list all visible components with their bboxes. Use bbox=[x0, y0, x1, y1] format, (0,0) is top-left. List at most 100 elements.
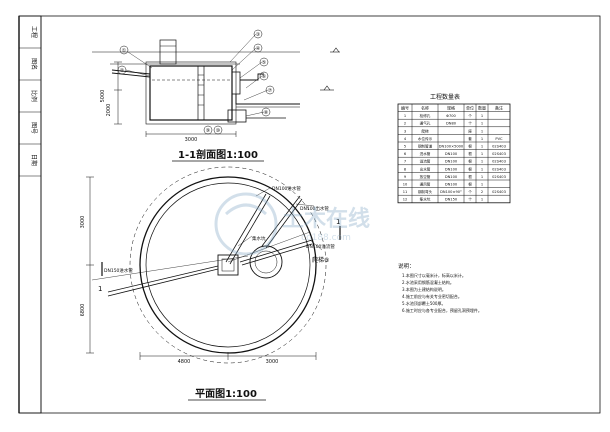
table-cell: 1 bbox=[481, 175, 483, 179]
plan-labels: DN100进水管 DN100出水管 集水坑 爬梯③ DN100溢流管 DN150… bbox=[80, 185, 340, 365]
section-dim-3: 3000 bbox=[185, 137, 198, 143]
table-cell: 溢流管 bbox=[420, 159, 431, 164]
note-line-2: 2.水池采用钢筋混凝土结构。 bbox=[402, 279, 454, 285]
callout-8: ⑧ bbox=[264, 110, 269, 116]
table-cell: 12 bbox=[403, 198, 408, 202]
table-cell: 根 bbox=[468, 143, 472, 148]
table-cell: 爬梯 bbox=[421, 128, 429, 133]
table-cell: 9 bbox=[404, 175, 407, 179]
table-cell: 4 bbox=[404, 137, 407, 141]
table-cell: DN100 bbox=[445, 167, 458, 171]
table-cell: 2 bbox=[404, 122, 406, 126]
watermark: 土木在线 co188.com bbox=[214, 192, 370, 256]
section-dim-2: 2000 bbox=[106, 104, 112, 117]
table-cell: DN100 bbox=[445, 152, 458, 156]
table-cell: 1 bbox=[481, 114, 483, 118]
strip-cell-2: 图名 bbox=[30, 58, 38, 70]
table-cell: 6 bbox=[404, 152, 407, 156]
table-cell: 1 bbox=[481, 152, 483, 156]
strip-cell-4: 图号 bbox=[30, 122, 37, 134]
table-cell: 11 bbox=[403, 190, 408, 194]
callout-7: ⑦ bbox=[268, 88, 273, 94]
callout-9: ⑨ bbox=[206, 128, 210, 134]
plan-label-hatch: 爬梯③ bbox=[312, 256, 329, 264]
table-header-cell: 规格 bbox=[447, 104, 455, 110]
table-cell: 个 bbox=[468, 189, 472, 194]
table-cell: 3 bbox=[404, 129, 406, 133]
table-header-cell: 数量 bbox=[478, 104, 486, 110]
table-cell: 钢制管道 bbox=[418, 143, 433, 148]
table-cell: 根 bbox=[468, 181, 472, 186]
section-mark-right: 1 bbox=[336, 218, 340, 226]
table-cell: 通气孔 bbox=[420, 121, 431, 126]
table-cell: 1 bbox=[404, 114, 406, 118]
table-cell: 10 bbox=[403, 182, 408, 186]
table-cell: 根 bbox=[468, 151, 472, 156]
table-cell: 1 bbox=[481, 122, 483, 126]
section-callouts: ① ② ③ ④ ⑤ ⑥ ⑦ ⑧ ⑨ ⑩ bbox=[117, 29, 275, 135]
table-cell: 5 bbox=[404, 144, 406, 148]
note-line-5: 5.水池顶部覆土500厚。 bbox=[402, 300, 445, 306]
table-cell: 座 bbox=[468, 128, 472, 133]
watermark-brand: 土木在线 bbox=[282, 206, 370, 232]
note-line-3: 3.本图为土建结构说明。 bbox=[402, 286, 446, 292]
section-title: 1-1剖面图1:100 bbox=[178, 148, 258, 161]
table-cell: 1 bbox=[481, 129, 483, 133]
plan-label-pipe-c: DN100溢流管 bbox=[306, 243, 335, 250]
notes-block: 说明： 1.本图尺寸以毫米计，标高以米计。 2.水池采用钢筋混凝土结构。 3.本… bbox=[398, 262, 482, 313]
table-cell: 2 bbox=[481, 190, 483, 194]
table-cell: Φ700 bbox=[446, 114, 456, 118]
table-cell: 个 bbox=[468, 121, 472, 126]
table-cell: 02S403 bbox=[492, 160, 506, 164]
table-cell: DN150 bbox=[445, 198, 458, 202]
strip-cell-5: 日期 bbox=[30, 154, 38, 166]
table-cell: 02S403 bbox=[492, 167, 506, 171]
strip-cell-1: 工程 bbox=[30, 26, 38, 38]
callout-3: ③ bbox=[256, 32, 260, 38]
notes-title: 说明： bbox=[398, 262, 415, 270]
table-header-cell: 名称 bbox=[421, 104, 429, 110]
callout-10: ⑩ bbox=[216, 128, 221, 134]
table-cell: 02S403 bbox=[492, 190, 506, 194]
plan-label-pipe-a: DN100进水管 bbox=[272, 185, 301, 192]
plan-dim-2: 3000 bbox=[266, 359, 279, 365]
table-cell: 套 bbox=[468, 136, 472, 141]
table-cell: 1 bbox=[481, 198, 483, 202]
table-cell: 检修孔 bbox=[420, 113, 431, 118]
section-view bbox=[92, 33, 340, 137]
table-cell: 02S403 bbox=[492, 175, 506, 179]
table-cell: 进水管 bbox=[420, 151, 431, 156]
note-line-4: 4.施工前应与有关专业密切配合。 bbox=[402, 293, 462, 299]
table-cell: 02S403 bbox=[492, 144, 506, 148]
note-line-6: 6.施工时应与各专业配合，预留孔洞预埋件。 bbox=[402, 307, 482, 313]
table-header-cell: 备注 bbox=[495, 104, 503, 110]
section-dim-1: 5000 bbox=[100, 90, 106, 103]
table-cell: 1 bbox=[481, 144, 483, 148]
table-cell: 水位传示 bbox=[418, 136, 433, 141]
table-cell: 出水管 bbox=[420, 166, 431, 171]
table-cell: 02S403 bbox=[492, 152, 506, 156]
table-cell: DN100 bbox=[445, 182, 458, 186]
table-cell: 集水坑 bbox=[420, 197, 431, 202]
table-cell: 放空管 bbox=[420, 174, 431, 179]
table-cell: 钢制弯头 bbox=[418, 189, 433, 194]
table-cell: 1 bbox=[481, 137, 483, 141]
table-cell: 1 bbox=[481, 160, 483, 164]
note-line-1: 1.本图尺寸以毫米计，标高以米计。 bbox=[402, 272, 466, 278]
table-header-cell: 单位 bbox=[466, 104, 474, 110]
plan-label-pipe-b: DN100出水管 bbox=[300, 205, 329, 212]
table-title: 工程数量表 bbox=[430, 93, 460, 101]
watermark-url: co188.com bbox=[301, 233, 351, 243]
table-cell: DN100×5000 bbox=[439, 144, 464, 148]
plan-dim-4: 6800 bbox=[80, 304, 86, 317]
plan-label-pipe-d: DN150进水管 bbox=[104, 267, 133, 274]
table-cell: 个 bbox=[468, 197, 472, 202]
callout-4: ④ bbox=[256, 46, 261, 52]
table-cell: 个 bbox=[468, 113, 472, 118]
table-cell: 7 bbox=[404, 160, 406, 164]
table-outline bbox=[397, 103, 511, 204]
table-cell: 1 bbox=[481, 167, 483, 171]
